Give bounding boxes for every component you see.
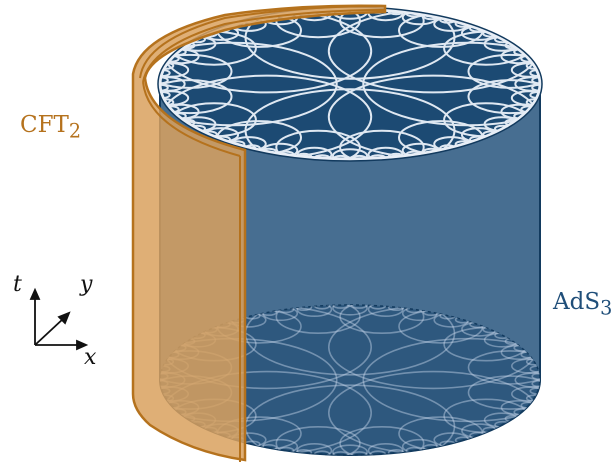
cft-label-main: CFT: [20, 112, 69, 138]
ads-label-main: AdS: [553, 289, 600, 315]
cft-label: CFT2: [20, 112, 81, 143]
cft-label-sub: 2: [69, 120, 81, 143]
axis-t-label: t: [13, 272, 22, 297]
ads-label-sub: 3: [600, 297, 612, 320]
ads-label: AdS3: [553, 289, 612, 320]
axis-x-label: x: [84, 345, 96, 370]
axes-icon: [31, 290, 86, 349]
axis-y-label: y: [80, 272, 92, 297]
